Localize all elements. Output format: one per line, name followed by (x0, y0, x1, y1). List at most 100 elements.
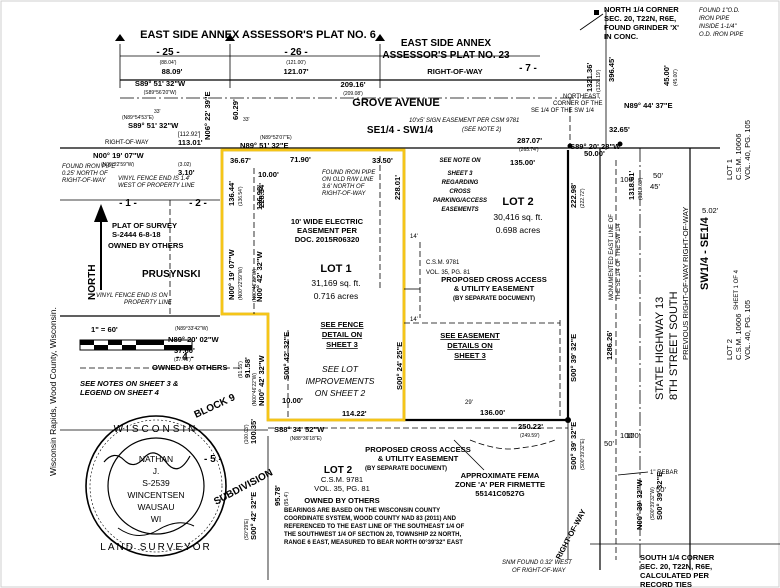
south-corner-1: SOUTH 1/4 CORNER (640, 553, 715, 562)
dim-5-02: 5.02' (702, 206, 719, 215)
vinyl-fence-note-1: VINYL FENCE END IS 1.4' (118, 176, 191, 182)
lot-2-note-6: EASEMENTS (441, 207, 478, 213)
dim-250-22: 250.22' (518, 422, 543, 431)
lot-1-top-rec: (N89°52'07"E) (260, 135, 292, 141)
easement-details-2: DETAILS ON (447, 341, 492, 350)
plat-of-survey: PLAT OF SURVEY (112, 221, 177, 230)
pipe-note-2: IRON PIPE (699, 16, 730, 22)
monument-note-1: MONUMENTED EAST LINE OF (609, 214, 615, 300)
dim-50-east-c: 50' (656, 485, 666, 494)
lot-1-south-rec: (N88°36'18"E) (290, 436, 322, 442)
plat-owned-by-others: OWNED BY OTHERS (108, 241, 183, 250)
lot-2-cross-3: (BY SEPARATE DOCUMENT) (453, 296, 535, 302)
arrow-icon (225, 34, 235, 41)
dim-100-35: 100.35' (249, 419, 258, 444)
lot-2-note-2: SHEET 3 (447, 171, 473, 177)
lot-2-note-4: CROSS (449, 189, 470, 195)
bearings-note-4: THE SOUTHWEST 1/4 OF SECTION 20, TOWNSHI… (284, 532, 461, 538)
dim-45-00: 45.00' (662, 65, 671, 86)
scale-bar (79, 339, 193, 351)
iron-pipe-icon (617, 141, 623, 147)
dim-209-08-rec: (209.08') (343, 91, 363, 97)
sheet-number: SHEET 1 OF 4 (734, 269, 740, 310)
dim-14-b: 14' (410, 317, 418, 323)
dim-100-35-rec: (100.03') (244, 424, 250, 444)
lot-1-s00-bearing: S00° 42' 32"E (282, 332, 291, 380)
south-s00-rec: (S0°29'E) (244, 518, 250, 540)
dim-50-east: 50' (653, 171, 663, 180)
south-csm-1: C.S.M. 9781 (321, 475, 363, 484)
dim-37-46: (37.46') (174, 357, 191, 363)
grove-33-west: 33' (154, 109, 161, 115)
dim-287-07: 287.07' (517, 136, 542, 145)
bearings-note-3: REFERENCED TO THE EAST LINE OF THE SOUTH… (284, 524, 465, 530)
east-row-label: RIGHT-OF-WAY (681, 207, 690, 262)
signature-icon (103, 452, 191, 470)
vinyl-fence-note-3: VINYL FENCE END IS ON (96, 293, 168, 299)
west-n06-bearing: N06° 22' 39"E (203, 91, 212, 140)
south-csm-2: VOL. 35, PG. 81 (314, 484, 370, 493)
north-arrow-icon (94, 204, 108, 290)
highway-name-2: 8TH STREET SOUTH (668, 291, 680, 400)
seal-role: LAND SURVEYOR (100, 542, 211, 553)
east-quarter-label: SW1/4 - SE1/4 (699, 216, 711, 290)
seal-number: S-2539 (142, 478, 170, 488)
east-lot-1-label: LOT 1 (725, 159, 734, 180)
owned-by-others-4: OWNED BY OTHERS (152, 363, 227, 372)
lot-1-area-acres: 0.716 acres (314, 291, 358, 301)
lot-26-label: - 26 - (284, 47, 307, 58)
dim-228-34: 228.34' (257, 183, 266, 208)
pipe-note-4: O.D. IRON PIPE (699, 32, 744, 38)
legend-sheet-4: LEGEND ON SHEET 4 (80, 388, 160, 397)
row-top-label: RIGHT-OF-WAY (427, 67, 482, 76)
lot-5-plat-label: - 5 - (204, 454, 222, 465)
vinyl-fence-note-4: PROPERTY LINE (124, 300, 173, 306)
lot-2-csm-2: VOL. 35, PG. 81 (426, 270, 471, 276)
fence-detail-1: SEE FENCE (320, 320, 363, 329)
dim-222-98-rec: (222.72') (580, 188, 586, 208)
leader-line (579, 13, 604, 31)
found-pipe-note-2: 0.25' NORTH OF (62, 171, 108, 177)
dim-45-00-rec: (45.00') (673, 69, 679, 86)
dim-100-east: 100' (620, 175, 635, 184)
east-s00-rec: (S00°39'32"W) (650, 487, 656, 520)
lot-improvements-3: ON SHEET 2 (315, 388, 366, 398)
dim-91-58-rec: (91.55') (238, 361, 244, 378)
dim-100-east-c: 100' (626, 431, 641, 440)
bearings-note-2: COORDINATE SYSTEM, WOOD COUNTY NAD 83 (2… (284, 516, 457, 522)
lot-improvements-1: SEE LOT (322, 364, 359, 374)
lot-improvements-2: IMPROVEMENTS (306, 376, 375, 386)
west-n00-bearing: N00° 19' 07"W (93, 151, 144, 160)
dim-136-98: 136.98' (255, 185, 264, 210)
dim-32-65: 32.65' (609, 125, 630, 134)
lot-1-top-bearing: N89° 51' 32"E (240, 141, 289, 150)
lot-2-label: LOT 2 (502, 196, 533, 208)
south-corner-2: SEC. 20, T22N, R6E, (640, 562, 712, 571)
lot-1-n00-bearing-a: N00° 19' 07"W (227, 249, 236, 300)
north-label: NORTH (87, 264, 98, 300)
seal-last-name: WINCENTSEN (127, 490, 184, 500)
lot-2-csm-1: C.S.M. 9781 (426, 260, 460, 266)
dim-100-east-b: 100' (620, 431, 635, 440)
sign-easement: 10'x5' SIGN EASEMENT PER CSM 9781 (409, 118, 519, 124)
dim-121-07: 121.07' (283, 67, 308, 76)
lot-2-plat-label: - 2 - (189, 198, 207, 209)
lot-1-n00-rec-a: (N00°22'59"W) (238, 267, 244, 300)
pipe-note-3: INSIDE 1-1/4" (699, 24, 737, 30)
east-lot-1-vol: VOL. 40, PG. 105 (743, 120, 752, 180)
found-pipe-note-3: RIGHT-OF-WAY (62, 178, 107, 184)
quarter-section-label: SE1/4 - SW1/4 (367, 125, 434, 136)
dim-3-10: 3.10' (178, 168, 195, 177)
seal-name-2: J. (153, 466, 160, 476)
dim-135-00: 135.00' (510, 158, 535, 167)
ne-corner-note-3: SE 1/4 OF THE SW 1/4 (531, 108, 595, 114)
dim-36-67: 36.67' (230, 156, 251, 165)
east-s00-bearing: S00° 39' 32"E (655, 472, 664, 520)
fema-2: ZONE 'A' PER FIRMETTE (455, 480, 545, 489)
lot-1-label: LOT 1 (320, 263, 351, 275)
east-lot-1-csm: C.S.M. 10606 (734, 134, 743, 180)
monument-note-2: THE SE 1/4 OF THE SW 1/4 (616, 223, 622, 300)
arrow-icon (375, 34, 385, 41)
